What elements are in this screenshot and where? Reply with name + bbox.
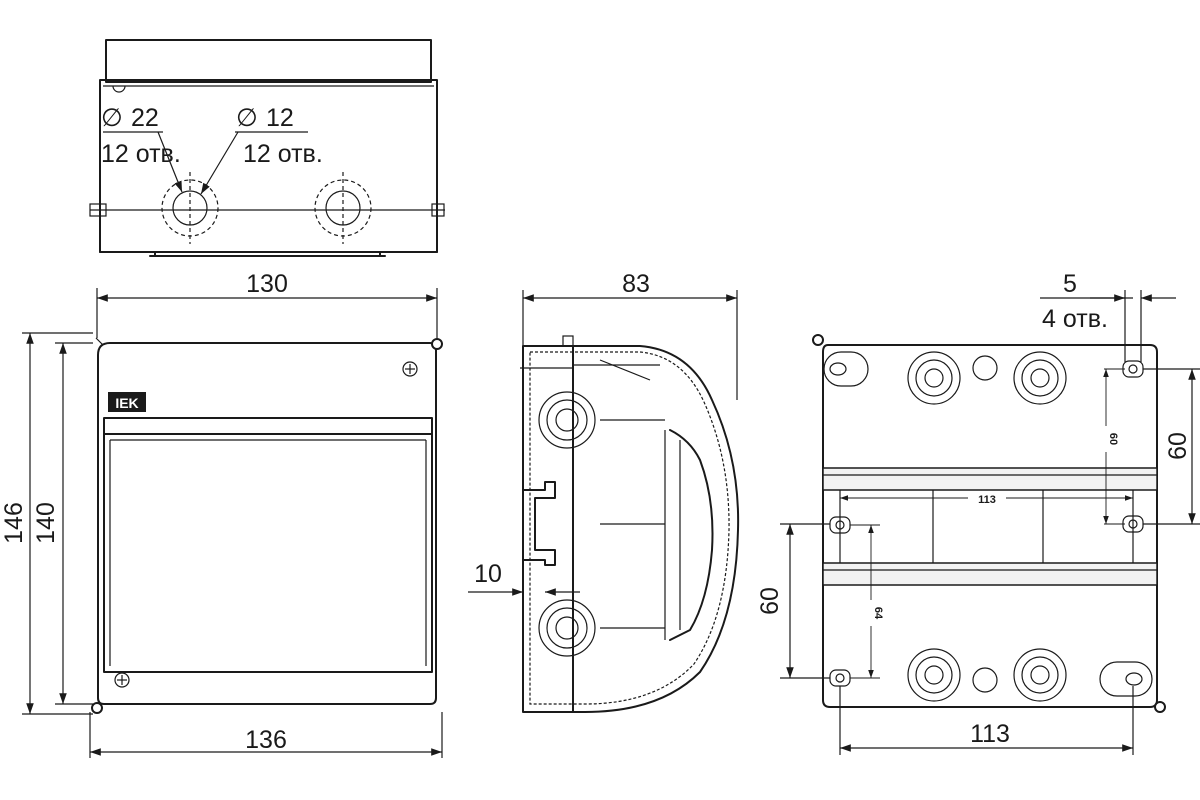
dim-width-inner: 130 — [246, 270, 288, 298]
front-body — [97, 342, 437, 705]
knockout-large — [161, 172, 219, 244]
knockout-small — [314, 172, 372, 244]
back-slot-bottom-right — [1099, 661, 1153, 697]
dim-mount-hole-count: 4 отв. — [1042, 305, 1108, 333]
dim-height-outer: 146 — [0, 502, 28, 544]
back-slot-top-left — [823, 351, 869, 387]
mount-hole-bottom-left — [829, 669, 851, 687]
hole-large-count: 12 отв. — [101, 140, 181, 168]
hole-large-diameter: 22 — [131, 104, 159, 132]
dim-mount-hole: 5 — [1063, 270, 1077, 298]
side-body — [522, 345, 740, 713]
dim-inner-lower: 64 — [872, 607, 884, 620]
dim-spacing-right: 60 — [1164, 432, 1192, 460]
front-window — [103, 433, 433, 673]
dim-offset: 10 — [474, 560, 502, 588]
logo: IEK — [108, 392, 146, 412]
logo-badge — [108, 392, 146, 412]
front-view: 130 IEK 146 140 — [0, 270, 443, 758]
din-rail-bottom — [822, 562, 1158, 586]
mount-hole-top-right — [1122, 360, 1144, 378]
hole-small-symbol: ∅ — [236, 104, 258, 132]
screw-bottom — [114, 672, 130, 688]
side-view: 83 10 — [468, 270, 740, 713]
side-knockout-top — [538, 391, 596, 449]
dim-width-outer: 136 — [245, 726, 287, 754]
logo-text: IEK — [115, 395, 138, 411]
back-view: 113 60 64 5 4 отв. 60 60 113 — [756, 270, 1200, 755]
back-body — [822, 344, 1158, 708]
back-knockouts — [907, 351, 1067, 702]
side-knockout-bottom — [538, 599, 596, 657]
front-door-top — [103, 417, 433, 435]
hole-large-symbol: ∅ — [101, 104, 123, 132]
dim-inner-upper: 60 — [1107, 433, 1119, 445]
screw-top — [402, 361, 418, 377]
din-rail-top — [822, 467, 1158, 491]
dim-rail-length: 113 — [978, 494, 996, 506]
hole-small-diameter: 12 — [266, 104, 294, 132]
dim-width-bottom: 113 — [970, 720, 1010, 748]
hole-small-count: 12 отв. — [243, 140, 323, 168]
dim-depth: 83 — [622, 270, 650, 298]
top-view-cover — [105, 39, 432, 83]
top-view: ∅ 22 12 отв. ∅ 12 12 отв. — [89, 39, 445, 257]
dim-spacing-left: 60 — [756, 587, 784, 615]
dim-height-inner: 140 — [32, 502, 60, 544]
